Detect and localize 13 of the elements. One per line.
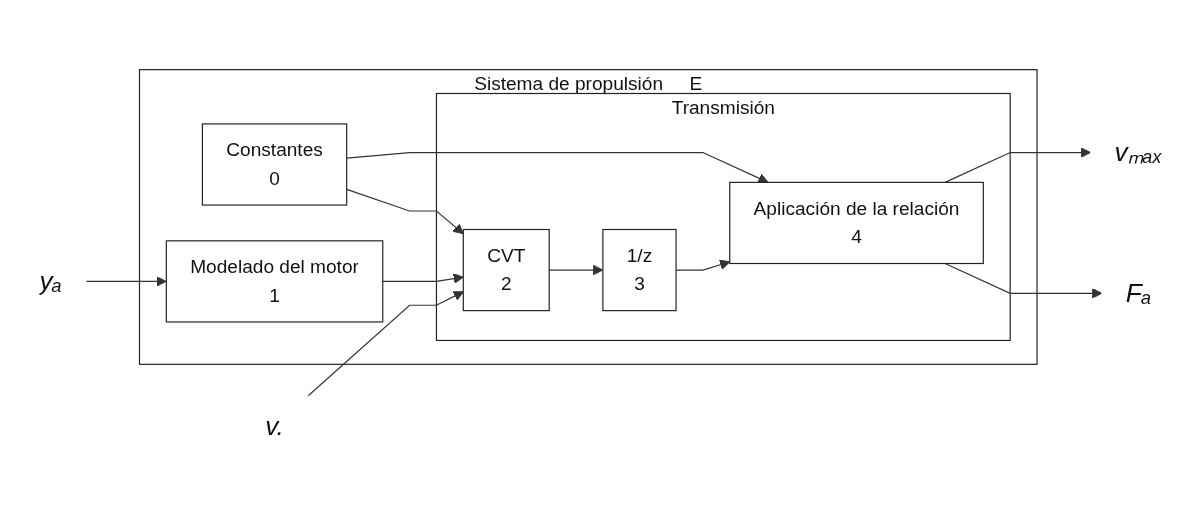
arrow bbox=[85, 276, 167, 287]
node-box: CVT 2 bbox=[462, 228, 550, 312]
node-text: vₘₐₓ bbox=[1114, 137, 1163, 168]
arrow bbox=[307, 291, 464, 397]
node-box: 1/z 3 bbox=[602, 228, 677, 312]
arrow bbox=[346, 188, 464, 235]
node-text: v. bbox=[265, 410, 284, 441]
node-text: Fₐ bbox=[1125, 278, 1152, 309]
arrow bbox=[382, 273, 464, 284]
node-box: Constantes 0 bbox=[201, 123, 348, 206]
node-box: Aplicación de la relación 4 bbox=[729, 181, 984, 265]
arrow bbox=[346, 151, 769, 184]
node-box: Modelado del motor 1 bbox=[165, 240, 384, 323]
